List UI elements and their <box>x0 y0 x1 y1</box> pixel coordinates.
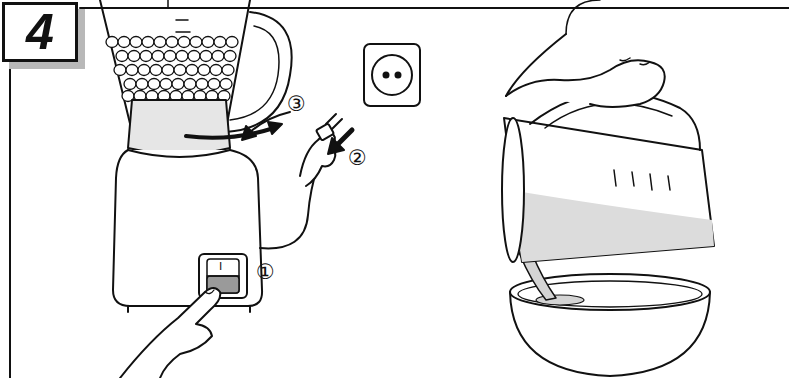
bean <box>116 51 128 62</box>
callout-number: ② <box>348 148 367 169</box>
socket-face <box>372 55 412 95</box>
bean <box>128 51 140 62</box>
bean <box>196 79 208 90</box>
bean <box>160 79 172 90</box>
step-number-box: 4 <box>2 2 78 62</box>
bean <box>166 37 178 48</box>
hand <box>300 134 335 186</box>
arrowhead <box>268 122 282 134</box>
bean <box>154 37 166 48</box>
bean <box>202 37 214 48</box>
bean <box>210 65 222 76</box>
socket-hole <box>396 73 401 78</box>
bean <box>224 51 236 62</box>
callout-number: ③ <box>287 94 306 115</box>
bean <box>124 79 136 90</box>
hand <box>506 60 665 107</box>
base-rim <box>128 150 230 157</box>
bean <box>136 79 148 90</box>
bean <box>126 65 138 76</box>
bean <box>178 37 190 48</box>
liquid <box>510 190 714 262</box>
jug <box>504 118 714 262</box>
hand <box>120 288 220 378</box>
bean <box>164 51 176 62</box>
fingernail <box>205 290 214 294</box>
arrowhead <box>328 138 344 154</box>
jug-mouth <box>502 118 524 262</box>
bean <box>152 51 164 62</box>
bean <box>186 65 198 76</box>
jug-marks <box>614 170 670 190</box>
jar-marks <box>168 0 190 32</box>
bean <box>142 37 154 48</box>
twist-arrow <box>186 128 274 138</box>
bean <box>150 65 162 76</box>
bean <box>208 79 220 90</box>
bean <box>118 37 130 48</box>
bean <box>114 65 126 76</box>
bean <box>130 37 142 48</box>
bean <box>190 37 202 48</box>
bean <box>174 65 186 76</box>
socket-hole <box>384 73 389 78</box>
bean <box>212 51 224 62</box>
bean <box>214 37 226 48</box>
jar-collar <box>128 100 230 154</box>
wall-socket <box>364 44 420 106</box>
bean <box>200 51 212 62</box>
hand-detail <box>566 0 650 65</box>
bean <box>220 79 232 90</box>
blender-base <box>113 150 262 306</box>
callout-number: ① <box>256 262 275 283</box>
bean <box>148 79 160 90</box>
bean <box>140 51 152 62</box>
bean <box>222 65 234 76</box>
bean <box>162 65 174 76</box>
frame-line <box>80 7 789 9</box>
bean <box>226 37 238 48</box>
bean <box>172 79 184 90</box>
bean <box>188 51 200 62</box>
hand <box>506 34 566 96</box>
bean <box>138 65 150 76</box>
bean <box>106 37 118 48</box>
beans <box>106 37 238 102</box>
bean <box>184 79 196 90</box>
switch-symbol: I <box>219 261 222 272</box>
bean <box>198 65 210 76</box>
plug-pins <box>326 114 342 129</box>
frame-line <box>9 62 11 378</box>
step-number: 4 <box>26 7 54 57</box>
rocker-switch <box>207 275 239 277</box>
bean <box>176 51 188 62</box>
